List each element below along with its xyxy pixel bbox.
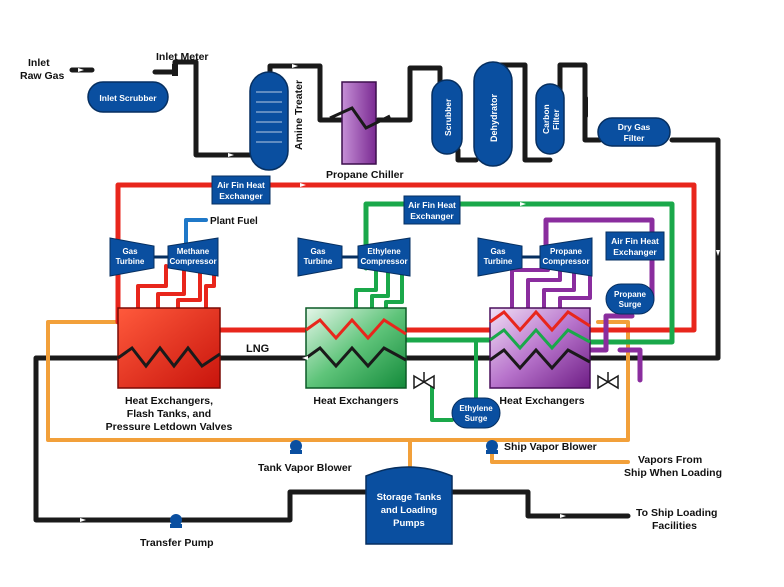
storage-label-1: Storage Tanks — [377, 492, 442, 503]
gas-turbine-2: Gas Turbine — [297, 237, 343, 277]
dry-gas-filter-label-1: Dry Gas — [618, 122, 651, 132]
inlet-meter-label: Inlet Meter — [156, 51, 209, 63]
air-fin-1-label-b: Exchanger — [219, 191, 263, 201]
gas-turbine-3-label-a: Gas — [490, 247, 506, 256]
pipes — [33, 59, 721, 523]
plant-fuel-label: Plant Fuel — [210, 216, 258, 227]
loading-line — [449, 489, 631, 519]
vapors-from-label-1: Vapors From — [638, 454, 702, 466]
hx-methane-label-3: Pressure Letdown Valves — [106, 421, 233, 433]
air-fin-1-label-a: Air Fin Heat — [217, 180, 265, 190]
air-fin-3-label-a: Air Fin Heat — [611, 236, 659, 246]
dehydrator-label: Dehydrator — [489, 93, 499, 142]
propane-surge: Propane Surge — [605, 283, 655, 315]
methane-comp-label-2: Compressor — [169, 257, 216, 266]
hx-methane-block — [117, 307, 221, 389]
propane-surge-label-1: Propane — [614, 290, 647, 299]
valve-2-icon — [597, 372, 619, 390]
hx-ethylene-label: Heat Exchangers — [313, 395, 398, 407]
dry-gas-filter: Dry Gas Filter — [597, 117, 671, 147]
hx-methane-label-2: Flash Tanks, and — [127, 408, 211, 420]
to-ship-label-2: Facilities — [652, 520, 697, 532]
methane-comp-label-1: Methane — [177, 247, 210, 256]
gas-turbine-1-label-b: Turbine — [116, 257, 145, 266]
air-fin-2-label-a: Air Fin Heat — [408, 200, 456, 210]
gas-turbine-2-label-b: Turbine — [304, 257, 333, 266]
propane-comp-label-2: Compressor — [542, 257, 589, 266]
amine-treater: Amine Treater — [249, 71, 305, 171]
air-fin-exchanger-1: Air Fin Heat Exchanger — [211, 175, 271, 205]
inlet-meter-icon — [172, 64, 178, 76]
ethylene-surge-label-2: Surge — [465, 414, 488, 423]
hx-propane-label: Heat Exchangers — [499, 395, 584, 407]
ethylene-surge-label-1: Ethylene — [459, 404, 493, 413]
ship-vapor-blower-label: Ship Vapor Blower — [504, 441, 597, 453]
methane-comp-feed — [136, 260, 216, 310]
gas-turbine-2-label-a: Gas — [310, 247, 326, 256]
inlet-scrubber: Inlet Scrubber — [87, 81, 169, 113]
propane-chiller: Propane Chiller — [326, 81, 404, 181]
propane-chiller-label: Propane Chiller — [326, 169, 404, 181]
gas-turbine-3: Gas Turbine — [477, 237, 523, 277]
ethylene-surge: Ethylene Surge — [451, 397, 501, 429]
tank-vapor-blower-label: Tank Vapor Blower — [258, 462, 352, 474]
dehydrator: Dehydrator — [473, 61, 513, 167]
transfer-pump-label: Transfer Pump — [140, 537, 214, 549]
carbon-filter: Carbon Filter — [535, 83, 565, 155]
inlet-raw-gas-label-2: Raw Gas — [20, 70, 65, 82]
propane-comp-label-1: Propane — [550, 247, 583, 256]
ship-vapor-blower-icon — [486, 440, 498, 454]
air-fin-3-label-b: Exchanger — [613, 247, 657, 257]
lng-label: LNG — [246, 343, 269, 355]
gas-turbine-3-label-b: Turbine — [484, 257, 513, 266]
storage-label-3: Pumps — [393, 518, 425, 529]
transfer-pump-icon — [170, 514, 182, 528]
air-fin-2-label-b: Exchanger — [410, 211, 454, 221]
scrubber: Scrubber — [431, 79, 463, 155]
storage-label-2: and Loading — [381, 505, 438, 516]
to-ship-label-1: To Ship Loading — [636, 507, 717, 519]
methane-compressor: Methane Compressor — [167, 237, 219, 277]
vapors-from-label-2: Ship When Loading — [624, 467, 722, 479]
ethylene-comp-feed — [354, 268, 454, 422]
gas-turbine-1: Gas Turbine — [109, 237, 155, 277]
hx-methane-label-1: Heat Exchangers, — [125, 395, 213, 407]
flow-arrows — [78, 64, 720, 522]
inlet-scrubber-label: Inlet Scrubber — [99, 93, 157, 103]
propane-surge-label-2: Surge — [619, 300, 642, 309]
hx-ethylene-block — [305, 307, 407, 389]
scrubber-label: Scrubber — [443, 98, 453, 136]
carbon-filter-label-1: Carbon — [541, 104, 551, 134]
plant-fuel-line — [184, 218, 208, 246]
ethylene-comp-label-1: Ethylene — [367, 247, 401, 256]
valve-1-icon — [413, 372, 435, 390]
propane-compressor: Propane Compressor — [539, 237, 593, 277]
storage-tanks: Storage Tanks and Loading Pumps — [365, 466, 453, 545]
carbon-filter-label-2: Filter — [551, 109, 561, 130]
hx-propane-block — [489, 307, 591, 389]
inlet-raw-gas-label-1: Inlet — [28, 57, 50, 69]
methane-loop — [115, 182, 697, 333]
air-fin-exchanger-3: Air Fin Heat Exchanger — [605, 231, 665, 261]
tank-vapor-blower-icon — [290, 440, 302, 454]
ethylene-compressor: Ethylene Compressor — [357, 237, 411, 277]
ethylene-surge-line — [474, 338, 492, 412]
air-fin-exchanger-2: Air Fin Heat Exchanger — [403, 195, 461, 225]
amine-treater-label: Amine Treater — [293, 80, 305, 150]
dry-gas-filter-label-2: Filter — [624, 133, 645, 143]
gas-turbine-1-label-a: Gas — [122, 247, 138, 256]
ethylene-comp-label-2: Compressor — [360, 257, 407, 266]
